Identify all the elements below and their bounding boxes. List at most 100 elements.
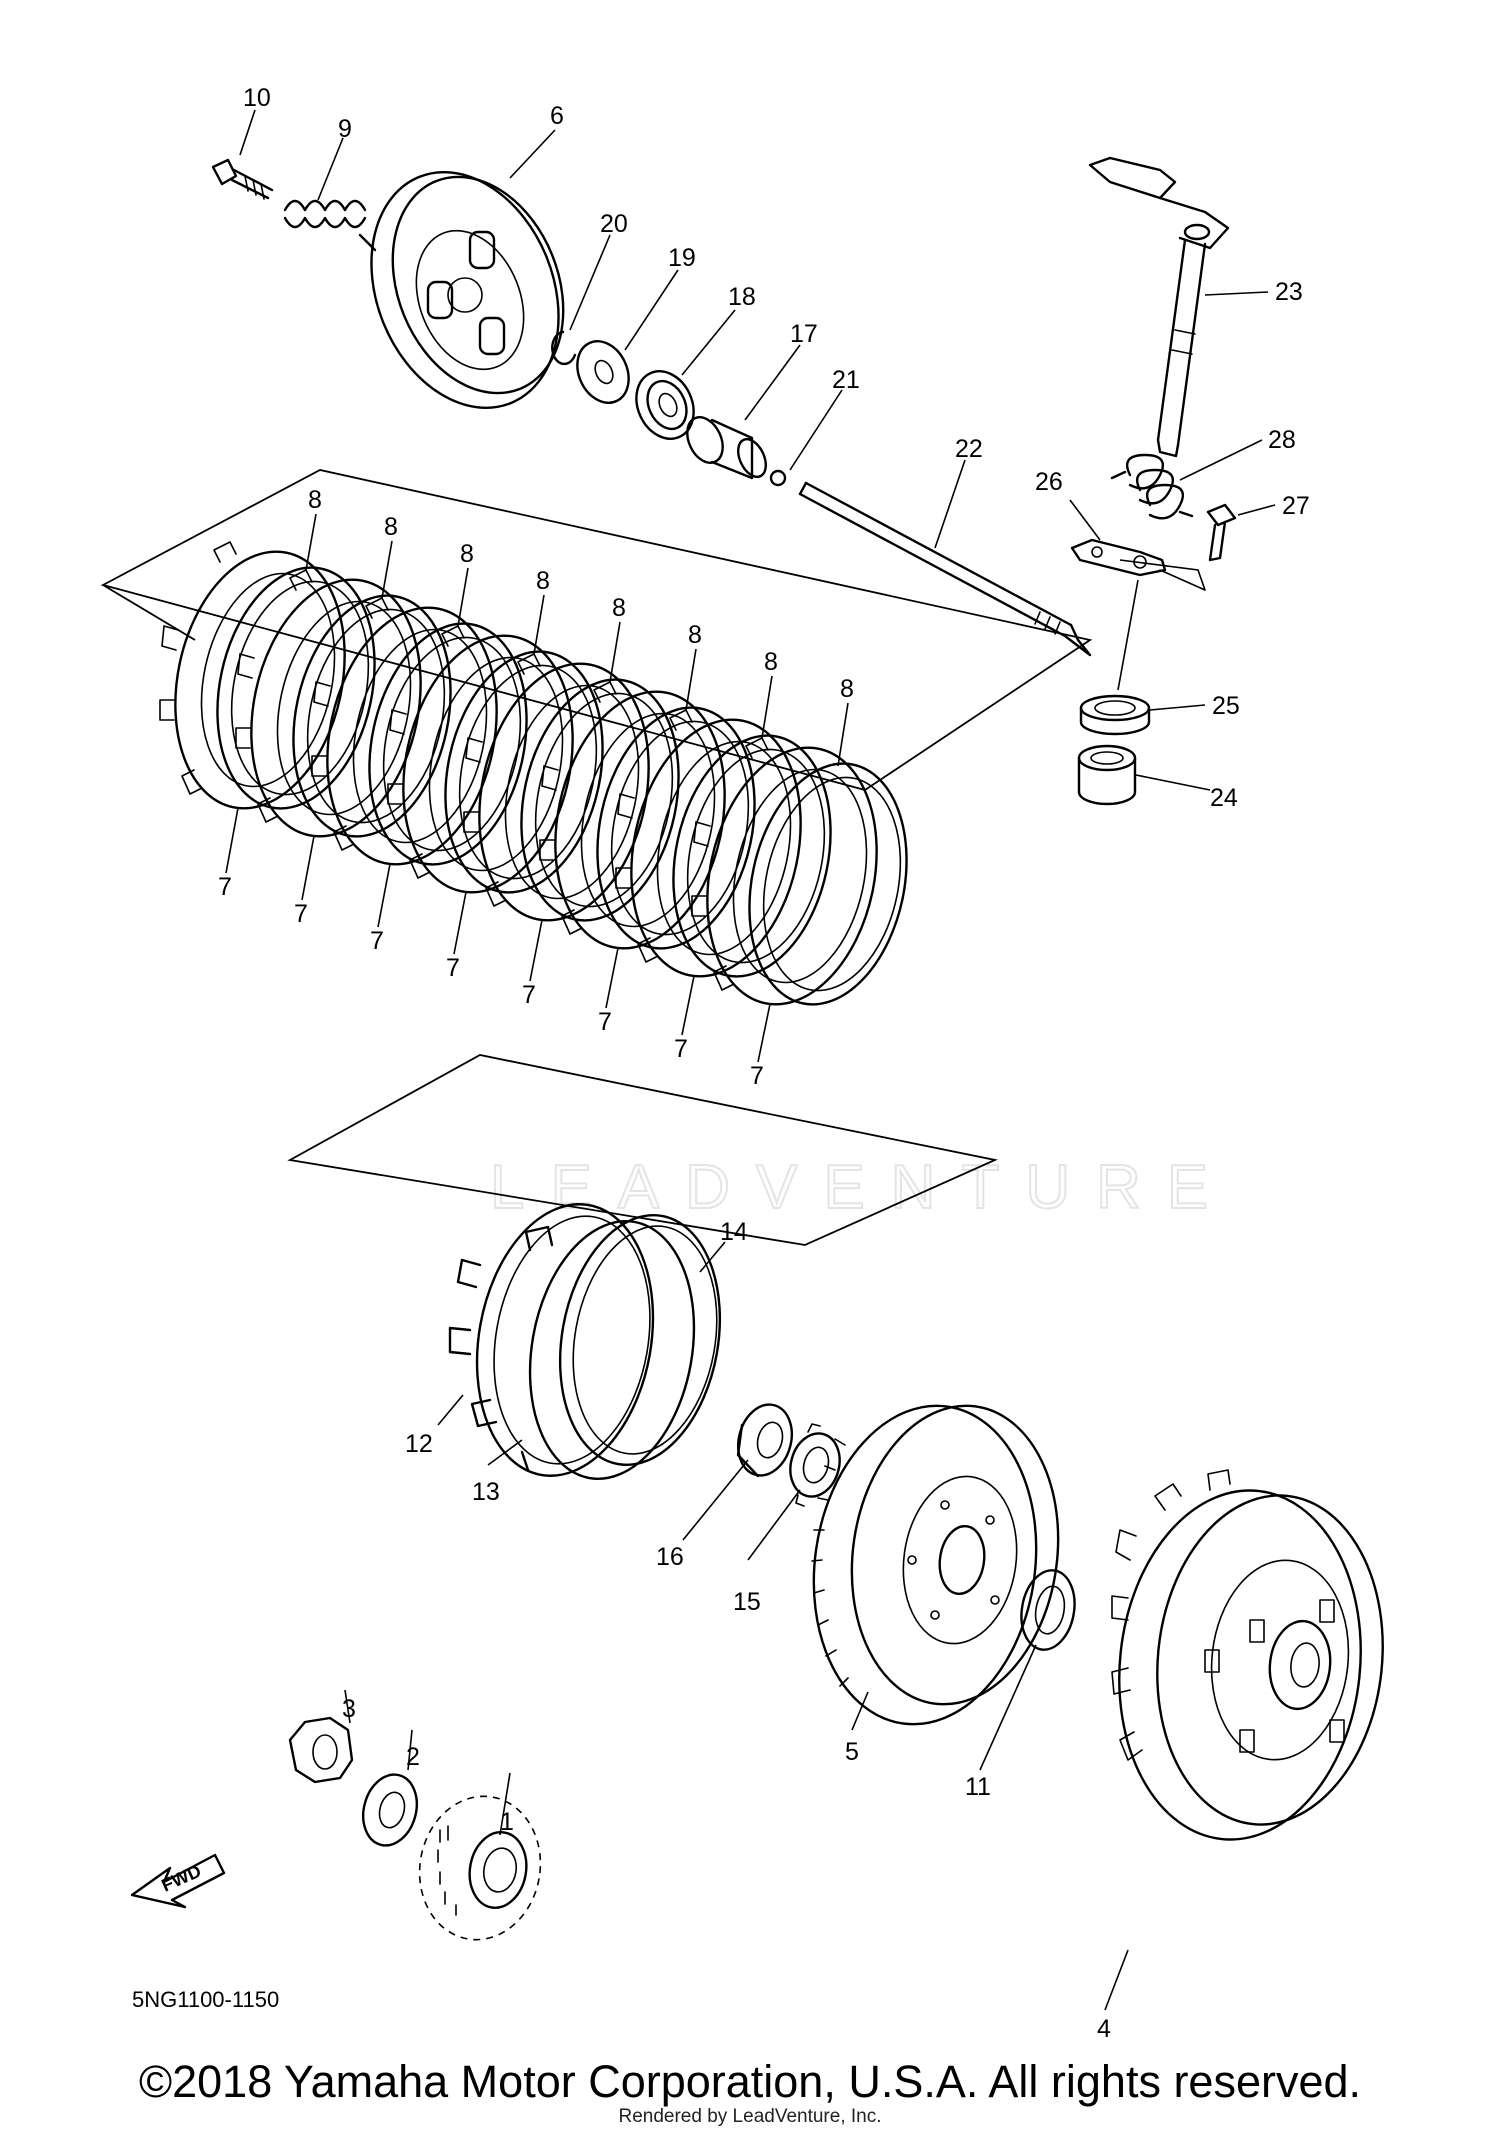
callout-6: 6	[550, 102, 564, 130]
part-20-circlip[interactable]	[551, 330, 577, 366]
callout-10: 10	[243, 84, 271, 112]
leader-lines	[239, 109, 1276, 2011]
part-25-oil-seal[interactable]	[1079, 694, 1151, 736]
leader-8	[761, 675, 773, 739]
callout-21: 21	[832, 366, 860, 394]
callout-26: 26	[1035, 468, 1063, 496]
callout-8: 8	[308, 486, 322, 514]
callout-11: 11	[965, 1773, 991, 1801]
part-16-nut[interactable]	[731, 1398, 800, 1481]
part-11-thrust-washer[interactable]	[1015, 1566, 1080, 1654]
callout-24: 24	[1210, 784, 1238, 812]
callout-12: 12	[405, 1430, 433, 1458]
part-13-ring[interactable]	[511, 1208, 714, 1492]
diagram-code: 5NG1100-1150	[132, 1987, 279, 2012]
part-callouts: 10 9 6 20 19 18 17 21 22 23 28 27 26 25 …	[243, 84, 1310, 2043]
leader-7	[301, 835, 315, 901]
part-7-friction-plate[interactable]	[153, 536, 367, 824]
leader-8	[533, 594, 545, 655]
callout-22: 22	[955, 435, 983, 463]
callout-7: 7	[522, 981, 536, 1009]
callout-5: 5	[845, 1738, 859, 1766]
leader-8	[381, 540, 393, 599]
part-28-spring[interactable]	[1110, 453, 1194, 520]
part-27-bolt[interactable]	[1206, 503, 1237, 562]
callout-13: 13	[472, 1478, 500, 1506]
part-22-push-rod[interactable]	[798, 481, 1092, 657]
leader-7	[453, 891, 467, 955]
part-7-friction-plate[interactable]	[381, 620, 595, 908]
callout-9: 9	[338, 115, 352, 143]
callout-8: 8	[384, 513, 398, 541]
callout-23: 23	[1275, 278, 1303, 306]
leader-7	[757, 1003, 771, 1063]
callout-8: 8	[460, 540, 474, 568]
clutch-plate-frame	[100, 469, 1093, 791]
pressure-plate-frame	[287, 1054, 998, 1246]
part-23-push-lever-shaft[interactable]	[1088, 156, 1230, 458]
part-12-clutch-plate[interactable]	[448, 1190, 673, 1490]
part-4-clutch-housing[interactable]	[1102, 1469, 1398, 1852]
part-6-pressure-plate[interactable]	[338, 144, 594, 436]
part-3-nut[interactable]	[288, 1716, 354, 1784]
fwd-label: FWD	[158, 1861, 204, 1896]
part-7-friction-plate[interactable]	[229, 564, 443, 852]
callout-7: 7	[294, 900, 308, 928]
leader-8	[609, 621, 621, 683]
callout-28: 28	[1268, 426, 1296, 454]
part-7-friction-plate[interactable]	[457, 648, 671, 936]
part-19-washer[interactable]	[568, 333, 639, 411]
part-15-lock-washer[interactable]	[784, 1423, 847, 1507]
callout-2: 2	[406, 1743, 420, 1771]
rendered-by-notice: Rendered by LeadVenture, Inc.	[618, 2106, 882, 2127]
leader-8	[305, 513, 317, 571]
leader-7	[377, 863, 391, 928]
callout-7: 7	[370, 927, 384, 955]
fwd-arrow-icon: FWD	[130, 1853, 226, 1909]
part-7-friction-plate[interactable]	[533, 676, 747, 964]
callout-25: 25	[1212, 692, 1240, 720]
callout-7: 7	[598, 1008, 612, 1036]
leader-7	[225, 807, 239, 874]
leader-7	[681, 975, 695, 1036]
callout-7: 7	[750, 1062, 764, 1090]
part-18-bearing[interactable]	[626, 362, 705, 448]
clutch-plate-stack[interactable]	[153, 536, 928, 1020]
part-24-bearing[interactable]	[1077, 744, 1137, 806]
callout-17: 17	[790, 320, 818, 348]
part-21-ball[interactable]	[769, 469, 787, 487]
callout-4: 4	[1097, 2015, 1111, 2043]
callout-19: 19	[668, 244, 696, 272]
callout-7: 7	[674, 1035, 688, 1063]
callout-8: 8	[612, 594, 626, 622]
part-1-primary-drive-gear[interactable]	[408, 1787, 551, 1950]
part-7-friction-plate[interactable]	[609, 704, 823, 992]
part-7-friction-plate[interactable]	[685, 732, 899, 1020]
callout-7: 7	[446, 954, 460, 982]
callout-27: 27	[1282, 492, 1310, 520]
callout-3: 3	[342, 1695, 356, 1723]
copyright-notice: ©2018 Yamaha Motor Corporation, U.S.A. A…	[138, 2056, 1362, 2107]
callout-8: 8	[536, 567, 550, 595]
part-7-friction-plate[interactable]	[305, 592, 519, 880]
part-10-bolt[interactable]	[211, 158, 274, 200]
part-14-seat-plate[interactable]	[541, 1202, 738, 1477]
leader-7	[529, 919, 543, 982]
callout-18: 18	[728, 283, 756, 311]
callout-14: 14	[720, 1218, 748, 1246]
callout-20: 20	[600, 210, 628, 238]
leader-7	[605, 947, 619, 1009]
part-8-clutch-plate[interactable]	[728, 749, 927, 1019]
leader-8	[685, 648, 697, 711]
part-17-push-rod[interactable]	[680, 411, 771, 481]
part-2-washer[interactable]	[356, 1768, 425, 1851]
callout-8: 8	[764, 648, 778, 676]
plate-leader-lines	[225, 513, 849, 1063]
part-26-plate[interactable]	[1070, 538, 1206, 591]
callout-8: 8	[840, 675, 854, 703]
part-9-spring[interactable]	[283, 199, 377, 252]
callout-7: 7	[218, 873, 232, 901]
watermark-text: LEADVENTURE	[490, 1153, 1234, 1222]
leader-8	[837, 702, 849, 767]
